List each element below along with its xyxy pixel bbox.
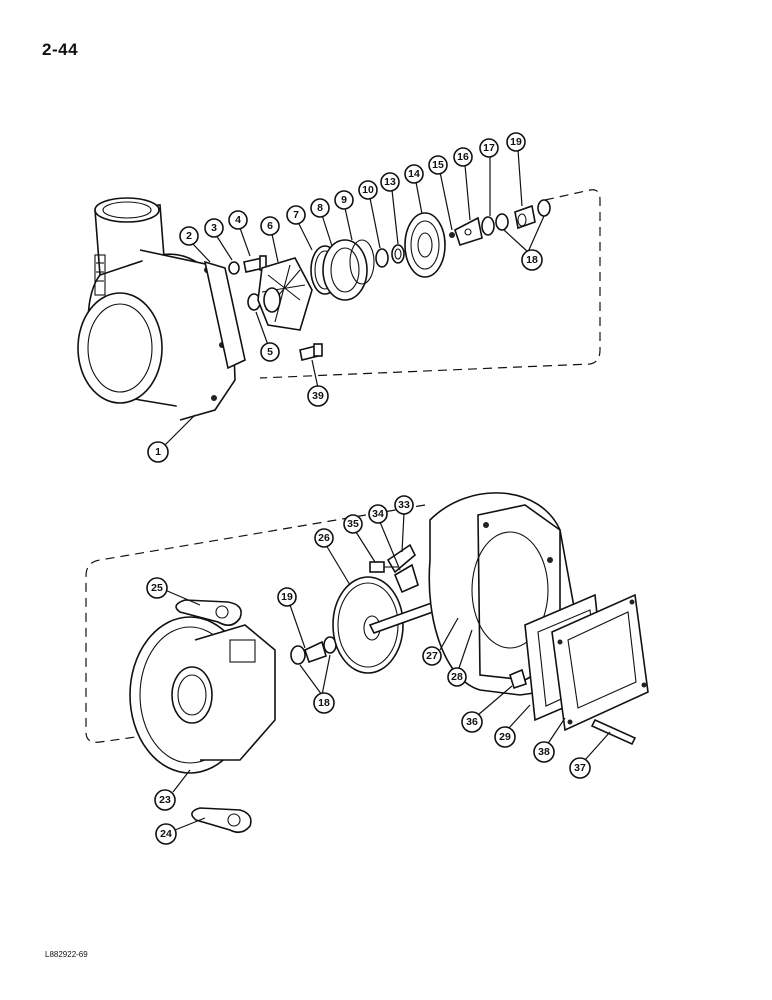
svg-text:19: 19 [510, 136, 522, 148]
callout-6: 6 [260, 216, 280, 236]
svg-text:18: 18 [526, 254, 538, 266]
thrust-plate [404, 212, 446, 278]
lock-plate [393, 563, 419, 594]
callout-17: 17 [479, 138, 499, 158]
callout-39: 39 [307, 385, 329, 407]
callout-13: 13 [380, 172, 400, 192]
snap-ring [375, 248, 389, 268]
spacer [391, 244, 405, 264]
callout-7: 7 [286, 205, 306, 225]
retaining-ring [290, 636, 337, 665]
svg-text:37: 37 [574, 762, 586, 774]
callout-15: 15 [428, 155, 448, 175]
pin [449, 232, 455, 238]
thrust-collar [481, 216, 495, 236]
svg-text:35: 35 [347, 518, 359, 530]
svg-text:26: 26 [318, 532, 330, 544]
svg-text:14: 14 [408, 168, 420, 180]
o-ring [349, 239, 375, 285]
svg-text:17: 17 [483, 142, 495, 154]
retaining-ring [495, 199, 551, 231]
thrust-bearing [454, 216, 483, 247]
callout-18: 18 [521, 249, 543, 271]
callout-10: 10 [358, 180, 378, 200]
svg-text:39: 39 [312, 390, 324, 402]
callout-33: 33 [394, 495, 414, 515]
figure-code: L882922-69 [45, 950, 88, 959]
svg-text:3: 3 [211, 222, 217, 234]
oil-drain-gasket [191, 807, 252, 834]
callout-27: 27 [422, 646, 442, 666]
svg-text:28: 28 [451, 671, 463, 683]
svg-text:36: 36 [466, 716, 478, 728]
insert [322, 239, 368, 301]
callout-26: 26 [314, 528, 334, 548]
svg-text:5: 5 [267, 346, 273, 358]
callout-19: 19 [506, 132, 526, 152]
svg-text:1: 1 [155, 446, 161, 458]
callout-9: 9 [334, 190, 354, 210]
callout-18-lower: 18 [313, 692, 335, 714]
svg-text:33: 33 [398, 499, 410, 511]
callout-25: 25 [146, 577, 168, 599]
svg-text:25: 25 [151, 582, 163, 594]
callout-4: 4 [228, 210, 248, 230]
page-number: 2-44 [42, 40, 79, 59]
svg-text:7: 7 [293, 209, 299, 221]
svg-text:23: 23 [159, 794, 171, 806]
svg-text:8: 8 [317, 202, 323, 214]
callout-8: 8 [310, 198, 330, 218]
compressor-wheel [257, 257, 313, 331]
center-housing [129, 616, 276, 774]
callout-1: 1 [147, 441, 169, 463]
oil-inlet-gasket [175, 599, 242, 626]
svg-text:38: 38 [538, 746, 550, 758]
washer [228, 261, 240, 275]
leader-lines [164, 149, 611, 831]
svg-text:15: 15 [432, 159, 444, 171]
outlet-gasket [551, 593, 649, 732]
housing-gasket [203, 260, 246, 370]
callout-37: 37 [569, 757, 591, 779]
callout-14: 14 [404, 164, 424, 184]
assembly-path-line [85, 504, 426, 743]
svg-text:34: 34 [372, 508, 384, 520]
callout-19-lower: 19 [277, 587, 297, 607]
journal-bearing [304, 640, 327, 664]
svg-text:16: 16 [457, 151, 469, 163]
callout-29: 29 [494, 726, 516, 748]
callout-24: 24 [155, 823, 177, 845]
callout-3: 3 [204, 218, 224, 238]
callout-35: 35 [343, 514, 363, 534]
svg-text:13: 13 [384, 176, 396, 188]
svg-text:19: 19 [281, 591, 293, 603]
callout-2: 2 [179, 226, 199, 246]
callout-5: 5 [260, 342, 280, 362]
callout-38: 38 [533, 741, 555, 763]
callout-28: 28 [447, 667, 467, 687]
callout-34: 34 [368, 504, 388, 524]
assembly-path-line [259, 189, 601, 379]
svg-text:9: 9 [341, 194, 347, 206]
bolt [369, 561, 398, 573]
svg-text:2: 2 [186, 230, 192, 242]
svg-text:18: 18 [318, 697, 330, 709]
svg-text:6: 6 [267, 220, 273, 232]
svg-text:24: 24 [160, 828, 172, 840]
stud [590, 718, 637, 746]
callout-23: 23 [154, 789, 176, 811]
svg-text:4: 4 [235, 214, 241, 226]
journal-bearing [514, 204, 536, 230]
screw [299, 343, 323, 361]
nut [509, 668, 527, 690]
svg-text:27: 27 [426, 650, 438, 662]
callout-16: 16 [453, 147, 473, 167]
callout-36: 36 [461, 711, 483, 733]
svg-text:29: 29 [499, 731, 511, 743]
svg-text:10: 10 [362, 184, 374, 196]
